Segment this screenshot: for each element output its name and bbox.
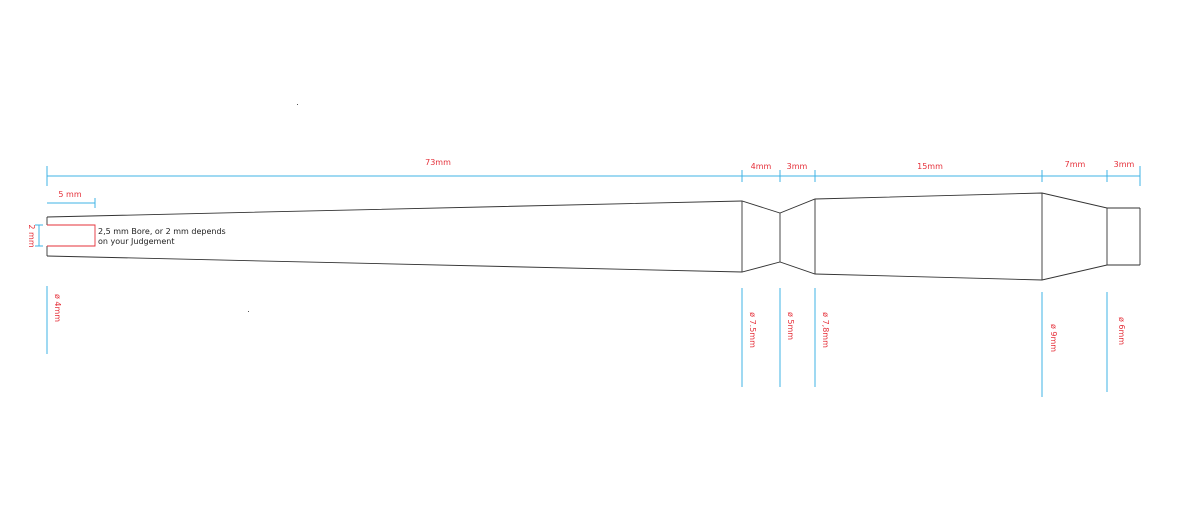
part-outline	[46, 192, 1141, 281]
label-diameter-1: ø 7.5mm	[748, 312, 757, 348]
stray-speck	[248, 311, 249, 312]
length-dimensions: 73mm 4mm 3mm 15mm 7mm 3mm	[46, 158, 1141, 186]
label-seg5-length: 3mm	[1114, 160, 1135, 169]
label-bore-depth: 5 mm	[58, 190, 81, 199]
bore-note-line2: on your Judgement	[98, 237, 174, 246]
label-diameter-4: ø 9mm	[1049, 324, 1058, 352]
label-diameter-3: ø 7,8mm	[821, 312, 830, 348]
label-diameter-5: ø 6mm	[1117, 317, 1126, 345]
stray-speck	[297, 104, 298, 105]
bore-note: 2,5 mm Bore, or 2 mm depends on your Jud…	[98, 227, 226, 246]
label-seg4-length: 7mm	[1065, 160, 1086, 169]
diameter-dimensions: ø 4mm ø 7.5mm ø 5mm ø 7,8mm ø 9mm ø 6mm	[46, 286, 1126, 397]
label-seg3-length: 15mm	[917, 162, 943, 171]
label-diameter-tip: ø 4mm	[53, 294, 62, 322]
outline-top-edge	[46, 192, 1140, 218]
label-diameter-2: ø 5mm	[786, 312, 795, 340]
bore-note-line1: 2,5 mm Bore, or 2 mm depends	[98, 227, 226, 236]
label-seg1-length: 4mm	[751, 162, 772, 171]
outline-bottom-edge	[46, 255, 1140, 281]
label-bore-width: 2 mm	[27, 224, 36, 247]
label-seg2-length: 3mm	[787, 162, 808, 171]
bore-width-dimension: 2 mm	[27, 224, 43, 248]
label-total-length: 73mm	[425, 158, 451, 167]
bore-depth-dimension: 5 mm	[47, 190, 96, 208]
bore-outline	[47, 224, 96, 247]
